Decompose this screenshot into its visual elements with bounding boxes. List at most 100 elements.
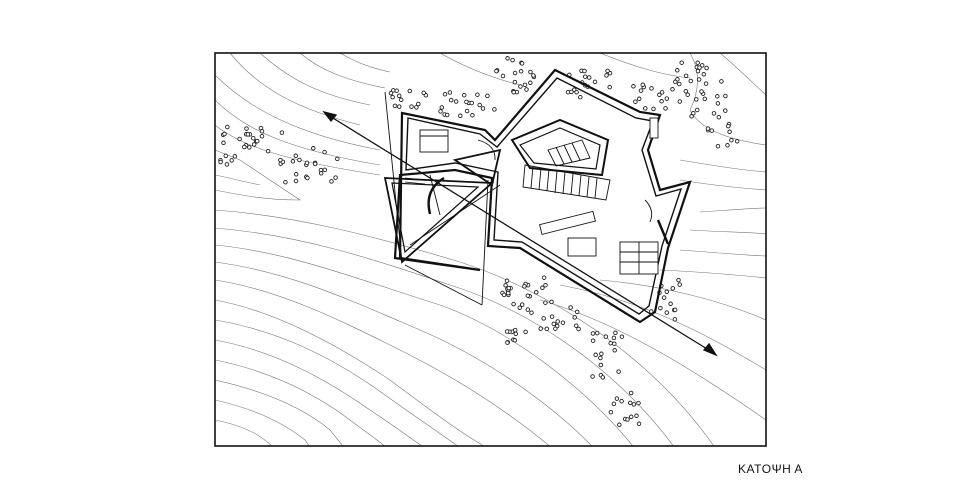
tree-dot-icon bbox=[318, 171, 324, 176]
tree-dot-icon bbox=[259, 129, 265, 134]
tree-dot-icon bbox=[553, 326, 558, 331]
tree-dot-icon bbox=[322, 167, 328, 173]
tree-dot-icon bbox=[225, 124, 230, 130]
tree-dot-icon bbox=[612, 348, 617, 353]
tree-dot-icon bbox=[522, 284, 527, 289]
building-walls bbox=[383, 68, 692, 324]
tree-dot-icon bbox=[453, 99, 459, 104]
tree-dot-icon bbox=[705, 126, 711, 131]
tree-dot-icon bbox=[464, 99, 469, 105]
tree-dot-icon bbox=[619, 334, 625, 339]
tree-dot-icon bbox=[439, 105, 445, 110]
tree-dot-icon bbox=[598, 362, 604, 368]
tree-dot-icon bbox=[512, 327, 518, 333]
staircase bbox=[522, 139, 611, 201]
tree-dot-icon bbox=[297, 157, 302, 163]
tree-dot-icon bbox=[599, 351, 604, 357]
tree-dot-icon bbox=[576, 326, 581, 332]
tree-dot-icon bbox=[447, 90, 453, 95]
tree-dot-icon bbox=[590, 331, 596, 336]
tree-dot-icon bbox=[251, 142, 257, 147]
tree-dot-icon bbox=[388, 90, 394, 96]
tree-dot-icon bbox=[512, 70, 518, 76]
tree-dot-icon bbox=[619, 398, 624, 404]
drawing-caption: ΚΑΤΟΨΗ Α bbox=[738, 462, 803, 476]
tree-dot-icon bbox=[505, 340, 510, 345]
tree-dot-icon bbox=[224, 162, 230, 167]
tree-dot-icon bbox=[312, 161, 318, 167]
tree-dot-icon bbox=[726, 123, 731, 129]
tree-dot-icon bbox=[649, 86, 654, 91]
tree-dot-icon bbox=[727, 129, 732, 135]
tree-dot-icon bbox=[543, 282, 548, 288]
tree-dot-icon bbox=[677, 99, 683, 104]
tree-dot-icon bbox=[522, 82, 528, 88]
tree-dot-icon bbox=[590, 338, 596, 343]
construction-lines bbox=[384, 91, 501, 306]
tree-dot-icon bbox=[221, 140, 226, 146]
tree-dot-icon bbox=[643, 106, 648, 111]
tree-dot-icon bbox=[551, 321, 557, 327]
tree-dot-icon bbox=[664, 310, 670, 315]
tree-dot-icon bbox=[612, 341, 617, 346]
tree-dot-icon bbox=[633, 99, 638, 104]
tree-dot-icon bbox=[247, 145, 252, 150]
tree-dot-icon bbox=[634, 413, 639, 419]
tree-dot-icon bbox=[311, 146, 316, 151]
tree-dot-icon bbox=[719, 79, 724, 84]
tree-dot-icon bbox=[607, 84, 612, 90]
tree-dot-icon bbox=[293, 172, 299, 177]
tree-dot-icon bbox=[305, 175, 310, 181]
tree-dot-icon bbox=[695, 60, 700, 65]
tree-dot-icon bbox=[689, 114, 694, 119]
tree-dot-icon bbox=[688, 78, 694, 84]
tree-dot-icon bbox=[523, 329, 528, 335]
tree-dot-icon bbox=[659, 90, 665, 95]
tree-dot-icon bbox=[503, 283, 508, 288]
tree-dot-icon bbox=[518, 84, 523, 89]
tree-dot-icon bbox=[677, 282, 682, 287]
tree-dot-icon bbox=[480, 106, 486, 111]
tree-dot-icon bbox=[265, 148, 271, 154]
tree-dot-icon bbox=[222, 131, 227, 137]
tree-dot-icon bbox=[715, 101, 721, 106]
tree-dot-icon bbox=[510, 57, 515, 63]
tree-dot-icon bbox=[616, 369, 621, 374]
tree-dot-icon bbox=[604, 73, 609, 78]
tree-dot-icon bbox=[470, 112, 475, 118]
tree-dot-icon bbox=[333, 175, 338, 180]
tree-dot-icon bbox=[675, 68, 680, 73]
tree-dot-icon bbox=[593, 352, 598, 358]
tree-dot-icon bbox=[617, 422, 622, 428]
tree-dot-icon bbox=[416, 101, 421, 107]
tree-dot-icon bbox=[628, 390, 634, 396]
tree-dot-icon bbox=[525, 307, 531, 312]
tree-dot-icon bbox=[658, 305, 663, 311]
tree-dot-icon bbox=[517, 305, 522, 310]
tree-dot-icon bbox=[697, 65, 702, 70]
tree-dot-icon bbox=[675, 77, 680, 82]
tree-dot-icon bbox=[519, 302, 525, 307]
tree-dot-icon bbox=[702, 96, 708, 102]
tree-dot-icon bbox=[513, 331, 519, 337]
tree-dot-icon bbox=[512, 79, 518, 85]
tree-dot-icon bbox=[504, 278, 510, 284]
tree-dot-icon bbox=[668, 301, 673, 307]
tree-dot-icon bbox=[390, 94, 395, 100]
tree-dot-icon bbox=[628, 414, 634, 420]
tree-dot-icon bbox=[600, 375, 606, 380]
tree-dot-icon bbox=[524, 87, 529, 92]
section-line bbox=[322, 110, 718, 357]
tree-dot-icon bbox=[670, 286, 676, 291]
tree-dot-icon bbox=[528, 80, 533, 86]
tree-dot-icon bbox=[541, 316, 546, 321]
tree-dot-icon bbox=[663, 106, 668, 111]
tree-dot-icon bbox=[608, 340, 613, 346]
tree-dot-icon bbox=[518, 68, 524, 74]
tree-dot-icon bbox=[414, 105, 419, 110]
tree-dot-icon bbox=[699, 89, 704, 94]
tree-dot-icon bbox=[461, 92, 467, 98]
tree-dot-icon bbox=[538, 326, 543, 331]
tree-dot-icon bbox=[568, 305, 573, 310]
